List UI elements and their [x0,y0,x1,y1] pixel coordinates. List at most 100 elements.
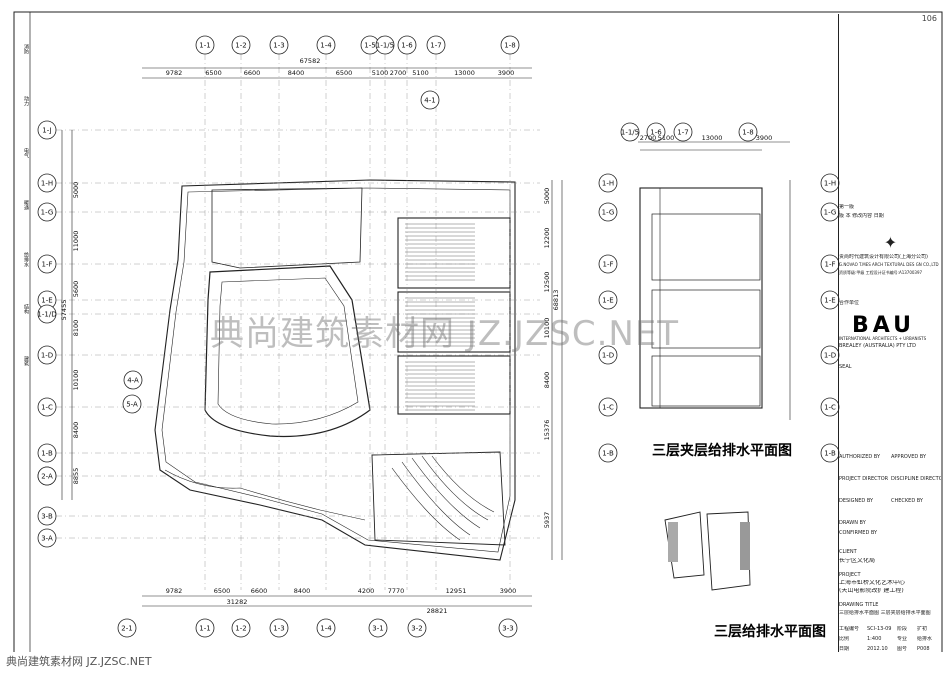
svg-text:1-C: 1-C [824,404,836,412]
approved-label: APPROVED BY [891,454,927,460]
dim-top-6: 2700 [390,69,407,77]
date: 2012.10 [867,646,888,652]
mezzanine-drawing-title: 三层夹层给排水平面图 [652,440,792,460]
svg-text:3-2: 3-2 [411,625,422,633]
svg-text:5-A: 5-A [126,401,138,409]
mezzanine-plan-outline [639,149,763,409]
dim-bottom-total-0: 31282 [227,598,248,606]
grid-bubble-right2-1-F: 1-F [820,254,840,274]
dim-right-0: 5000 [543,188,551,205]
grid-bubble-top-1-2: 1-2 [231,35,251,55]
svg-text:3-A: 3-A [41,535,53,543]
grid-bubble-bottom-3-2: 3-2 [407,618,427,638]
grid-bubble-top-1-1/5: 1-1/5 [375,35,395,55]
stage: 扩初 [917,626,928,632]
dim-top-3: 8400 [288,69,305,77]
page-number: 106 [921,14,937,23]
grid-bubble-bottom-1-1: 1-1 [195,618,215,638]
drawing-title-value: 三层给排水平面图 三层夹层给排水平面图 [839,610,931,616]
grid-bubble-bottom-2-1: 2-1 [117,618,137,638]
svg-text:3-3: 3-3 [502,625,513,633]
partner-name: BREALEY (AUSTRALIA) PTY LTD [839,343,916,349]
client-label: CLIENT [839,549,857,555]
svg-text:1-7: 1-7 [677,129,688,137]
svg-text:4-A: 4-A [127,377,139,385]
plan-label-5-A: 5-A [122,394,142,414]
grid-bubble-right-1-H: 1-H [598,173,618,193]
dim-bottom-5: 7770 [388,587,405,595]
dim-right-4: 8400 [543,372,551,389]
checked-label: CHECKED BY [891,498,923,504]
dim-right-5: 15376 [543,420,551,441]
seal-label: SEAL [839,364,852,370]
svg-text:1-8: 1-8 [504,42,515,50]
dim-left-1: 11000 [72,231,80,252]
grid-bubble-top-1-7: 1-7 [426,35,446,55]
grid-bubble-bottom-3-3: 3-3 [498,618,518,638]
plan-label-4-1: 4-1 [420,90,440,110]
svg-text:1-C: 1-C [602,404,614,412]
dim-top-4: 6500 [336,69,353,77]
dimension-lines [61,67,791,607]
grid-bubble-right-1-D: 1-D [598,345,618,365]
company-logo-icon: ✦ [883,234,898,252]
svg-text:1-B: 1-B [41,450,53,458]
job-no: SCI-13-09 [867,626,892,632]
grid-bubble-left-1-B: 1-B [37,443,57,463]
grid-bubble-top-1-6: 1-6 [397,35,417,55]
grid-bubble-left-3-A: 3-A [37,528,57,548]
grid-bubble-right2-1-H: 1-H [820,173,840,193]
dim-left-2: 5600 [72,281,80,298]
discipline-strip-item: 暖通 [23,200,29,210]
confirmed-label: CONFIRMED BY [839,530,878,536]
dim-top-0: 9782 [166,69,183,77]
grid-bubble-left-1-D: 1-D [37,345,57,365]
svg-text:1-F: 1-F [824,261,835,269]
svg-text:1-E: 1-E [602,297,613,305]
partner-label: 合作单位 [839,300,860,306]
title-block: 第一版 版 本 修改内容 日期 ✦ 贵尚时代建筑设计有限公司(上海分公司) G.… [838,14,942,654]
svg-text:3-B: 3-B [41,513,53,521]
dim-top-2: 6600 [244,69,261,77]
discipline-strip-item: 消防 [23,44,29,54]
svg-text:1-G: 1-G [824,209,837,217]
dim-left-3: 8100 [72,320,80,337]
third-floor-drawing-title: 三层给排水平面图 [714,621,826,641]
dim-bottom-6: 12951 [446,587,467,595]
grid-bubble-right-1-E: 1-E [598,290,618,310]
svg-text:1-2: 1-2 [235,42,246,50]
grid-bubble-right2-1-C: 1-C [820,397,840,417]
scale: 1:400 [867,636,882,642]
grid-bubble-bottom-3-1: 3-1 [368,618,388,638]
client-name: 长宁区文化局 [839,558,876,564]
project-sub: (天山电影院改扩建工程) [839,588,904,594]
dim-left-6: 8855 [72,468,80,485]
grid-bubble-left-1-G: 1-G [37,202,57,222]
discipline-strip-item: 给排水 [23,252,29,267]
main-plan-outline [154,179,516,561]
svg-text:1-H: 1-H [824,180,836,188]
svg-text:3-1: 3-1 [372,625,383,633]
detail-plan [664,511,751,591]
dim-left-5: 8400 [72,422,80,439]
dim-bottom-0: 9782 [166,587,183,595]
svg-text:1-8: 1-8 [742,129,753,137]
discipline-strip: 消防动力电气暖通给排水结构建筑 [14,40,30,440]
grid-bubble-top-1-4: 1-4 [316,35,336,55]
plan-label-4-A: 4-A [123,370,143,390]
dim-top-5: 5100 [372,69,389,77]
dim-top-8: 13000 [454,69,475,77]
discipline-label: 专业 [897,636,908,642]
dim-left-0: 5000 [72,182,80,199]
grid-bubble-right2-1-E: 1-E [820,290,840,310]
grid-bubble-mezz-1-6: 1-6 [646,122,666,142]
svg-text:2-1: 2-1 [121,625,132,633]
svg-text:1-H: 1-H [41,180,53,188]
svg-text:1-F: 1-F [602,261,613,269]
dim-right-2: 12500 [543,272,551,293]
svg-text:1-5: 1-5 [364,42,375,50]
grid-bubble-right-1-B: 1-B [598,443,618,463]
grid-bubble-left-1-F: 1-F [37,254,57,274]
